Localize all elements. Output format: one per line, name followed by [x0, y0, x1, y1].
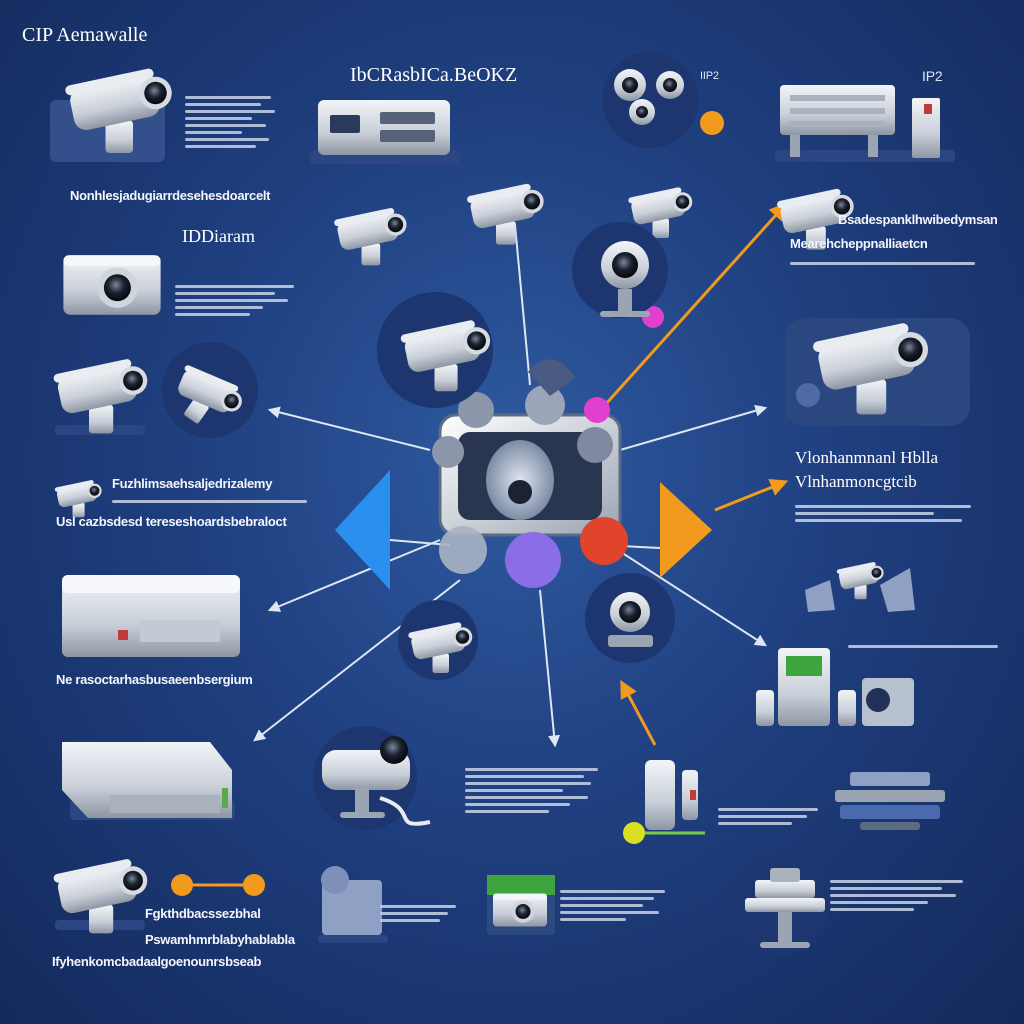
dome-camera-icon — [585, 573, 675, 663]
orange-triangle-pointer — [660, 482, 712, 578]
connector-line — [609, 544, 768, 647]
text-block — [112, 500, 307, 503]
left-caption-1: Nonhlesjadugiarrdesehesdoarcelt — [70, 188, 271, 203]
network-switch-icon — [835, 772, 945, 830]
top-center-title: IbCRasbICa.BeOKZ — [350, 64, 518, 86]
top-right-tag: IP2 — [922, 68, 943, 84]
text-block — [380, 905, 460, 922]
orange-arrow — [603, 202, 788, 407]
hub-device-icon — [318, 866, 388, 943]
node-red — [580, 517, 628, 565]
server-rack-icon — [730, 855, 830, 955]
left-diagram-title: IDDiaram — [182, 226, 255, 246]
dome-camera-icon — [572, 222, 668, 318]
connector-line — [514, 224, 531, 386]
connector-line — [267, 406, 431, 451]
storage-tower-icon — [645, 760, 698, 830]
text-block — [830, 880, 970, 911]
cctv-camera-icon — [805, 561, 915, 612]
right-heading-2: Vlnhanmoncgtcib — [795, 472, 917, 491]
cctv-camera-icon — [785, 318, 970, 426]
connector-line — [539, 589, 561, 748]
text-block — [848, 645, 998, 648]
top-right-small-label: IIP2 — [700, 70, 719, 82]
cctv-camera-icon — [52, 358, 148, 435]
text-block — [560, 890, 670, 921]
server-rack-icon — [756, 648, 914, 726]
orange-arrow — [620, 679, 657, 746]
left-caption-2b: Usl cazbsdesd tereseshoardsbebraloct — [56, 514, 287, 529]
cctv-camera-icon — [313, 726, 431, 830]
cctv-camera-icon — [333, 207, 407, 266]
orange-arrow — [714, 478, 789, 512]
node-grey — [439, 526, 487, 574]
cctv-camera-icon — [52, 858, 148, 934]
dot-magenta — [584, 397, 610, 423]
nvr-recorder-icon — [62, 575, 240, 657]
connector-line — [267, 539, 441, 612]
router-icon — [62, 742, 235, 820]
dot-yellow — [623, 822, 645, 844]
cctv-camera-icon — [63, 255, 161, 315]
cctv-camera-icon — [466, 183, 544, 245]
cctv-camera-icon — [377, 292, 493, 408]
left-caption-2a: Fuzhlimsaehsaljedrizalemy — [112, 476, 273, 491]
top-left-title: CIP Aemawalle — [22, 24, 148, 46]
text-block — [718, 808, 823, 825]
right-caption-1a: Bsadespanklhwibedymsan — [838, 212, 998, 227]
dome-camera-icon — [602, 52, 698, 148]
connector-line — [619, 404, 768, 451]
text-block — [185, 96, 280, 148]
cctv-camera-icon — [54, 479, 102, 518]
right-heading-1: Vlonhanmnanl Hblla — [795, 448, 939, 467]
left-caption-3: Ne rasoctarhasbusaeenbsergium — [56, 672, 253, 687]
text-block — [175, 285, 300, 316]
network-switch-icon — [310, 100, 460, 164]
cctv-camera-icon — [487, 875, 555, 935]
central-hub-device — [432, 359, 622, 537]
text-block — [790, 262, 975, 265]
bottom-left-caption-b: Pswamhmrblabyhablabla — [145, 932, 295, 947]
orange-link-pair — [171, 874, 265, 896]
right-caption-1b: Mearehcheppnalliaetcn — [790, 236, 928, 251]
text-block — [465, 768, 605, 813]
server-rack-icon — [775, 85, 955, 162]
bottom-left-footer: Ifyhenkomcbadaalgoenounrsbseab — [52, 954, 262, 969]
cctv-camera-icon — [398, 600, 478, 680]
bottom-left-caption-a: Fgkthdbacssezbhal — [145, 906, 261, 921]
cctv-camera-icon — [50, 67, 172, 162]
blue-triangle-pointer — [335, 470, 390, 590]
cctv-camera-icon — [161, 342, 258, 439]
dot-orange — [700, 111, 724, 135]
text-block — [795, 505, 980, 522]
node-purple — [505, 532, 561, 588]
